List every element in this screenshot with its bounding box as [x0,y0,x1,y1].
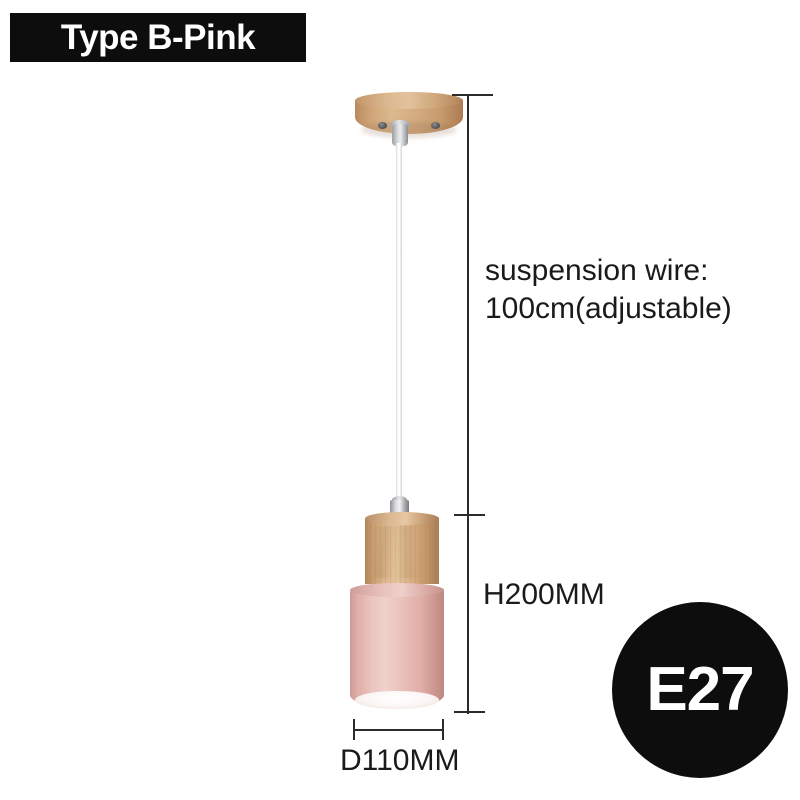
type-banner: Type B-Pink [10,13,306,62]
suspension-wire [396,143,402,505]
shade-top-rim [350,583,444,597]
dimension-tick-bottom [454,711,485,713]
wood-cylinder-top-surface [365,512,439,525]
height-dimension-text: H200MM [483,578,605,611]
cable-grip [392,124,408,146]
shade-inner-opening [355,691,439,709]
suspension-wire-label-line1: suspension wire: [485,252,708,290]
diameter-dimension-line [353,729,444,731]
socket-type-label: E27 [646,655,754,724]
suspension-wire-label-line2: 100cm(adjustable) [485,290,732,328]
suspension-wire-text-line1: suspension wire: [485,254,709,287]
dimension-tick-middle [454,514,485,516]
wood-cylinder-body [365,512,439,584]
socket-type-badge: E27 [612,602,788,778]
cable-grip-cap [390,120,410,129]
vertical-dimension-line [467,95,469,714]
shade-body [350,590,444,708]
chrome-connector-top [392,496,407,504]
diameter-dimension-label: D110MM [340,742,459,780]
diameter-tick-right [442,719,444,740]
diameter-dimension-text: D110MM [340,744,460,777]
dimension-tick-top [452,94,493,96]
suspension-wire-text-line2: 100cm(adjustable) [485,292,732,325]
canopy-body [355,100,463,134]
canopy-screw-left-icon [378,122,387,129]
canopy-underside-shadow [361,122,457,138]
height-dimension-label: H200MM [483,576,605,614]
canopy-top-surface [355,92,463,109]
wooden-ceiling-canopy-icon [355,92,463,142]
wood-cylinder-surface [365,518,439,584]
type-banner-label: Type B-Pink [60,18,256,57]
diameter-tick-left [353,719,355,740]
chrome-connector [390,500,409,516]
pink-lamp-shade [350,583,444,712]
shade-bottom-edge [350,696,444,712]
canopy-screw-right-icon [431,122,440,129]
wood-grain-texture [373,526,425,578]
